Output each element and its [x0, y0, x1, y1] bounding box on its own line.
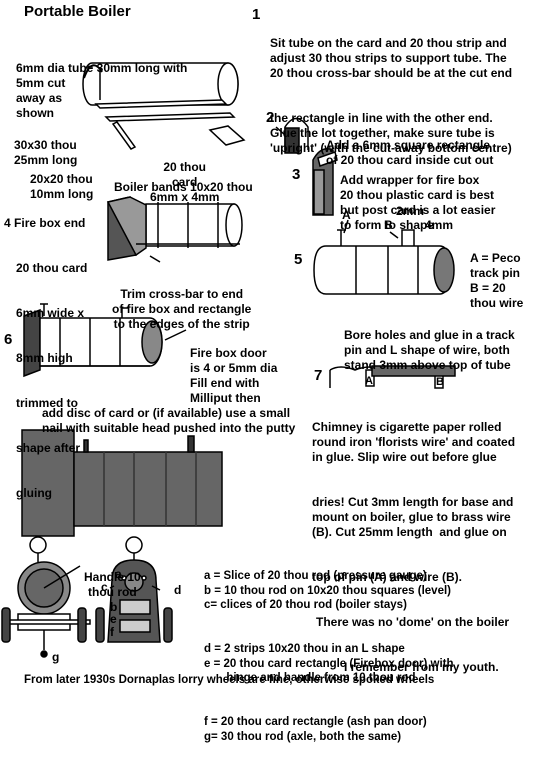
strip-20x20 [111, 121, 137, 150]
bottom-legend: a = Slice of 20 thou rod (pressure gauge… [204, 570, 454, 743]
label-e: e [110, 612, 117, 626]
step5-boiler [313, 219, 455, 295]
label-d: d [174, 583, 182, 597]
front-view-left [1, 536, 91, 658]
step6-number: 6 [4, 331, 13, 348]
drawing-canvas [1, 62, 456, 658]
step4-side-text: 4 Fire box end 20 thou card 6mm wide x 8… [4, 216, 88, 500]
label-b: b [110, 600, 118, 614]
page-title: Portable Boiler [24, 3, 131, 20]
front-view-right [95, 536, 173, 643]
step7-label-a: A [365, 375, 373, 387]
step4-bands-label: Boiler bands 10x20 thou [114, 180, 253, 194]
step5-dim-4mm: 4mm [425, 218, 454, 232]
label-g: g [52, 650, 60, 664]
step7-boiler [329, 365, 456, 389]
step7-number: 7 [314, 367, 323, 384]
step5-label-a: A [342, 208, 351, 222]
step4-boiler [106, 196, 243, 263]
footer-note: From later 1930s Dornaplas lorry wheels … [24, 674, 435, 686]
label-c: c [101, 580, 108, 594]
card-rectangle [208, 125, 246, 146]
step3-number: 3 [292, 166, 301, 183]
step5-dim-2mm: 2mm [396, 204, 425, 218]
step4-number: 4 [4, 216, 11, 230]
step5-number: 5 [294, 251, 303, 268]
step3-wrapper [312, 148, 338, 216]
step6-disc-text: add disc of card or (if available) use a… [42, 406, 296, 435]
step2-number: 2 [266, 109, 275, 126]
side-elevation-drawing [21, 429, 223, 537]
step2-drawing [275, 117, 309, 154]
label-f: f [110, 625, 114, 639]
strip-30x30 [94, 99, 236, 122]
label-a: a [115, 567, 122, 581]
step7-label-b: B [436, 376, 444, 388]
step1-text: Sit tube on the card and 20 thou strip a… [270, 36, 513, 155]
step1-number: 1 [252, 6, 261, 23]
tube-drawing [82, 62, 239, 106]
step5-label-b: B [384, 218, 393, 232]
step6-boiler [23, 303, 187, 378]
